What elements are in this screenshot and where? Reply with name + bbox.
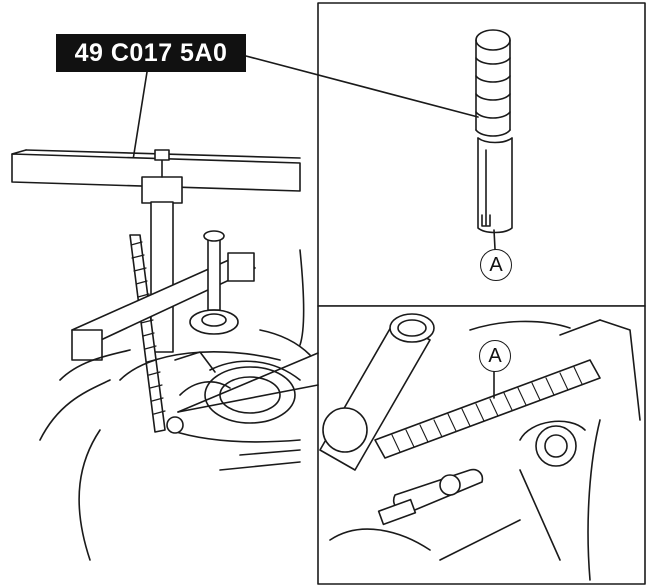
installation-detail bbox=[319, 313, 641, 581]
tool-detail bbox=[475, 29, 513, 250]
callout-a-detail: A bbox=[479, 340, 511, 372]
tool-leader-line-down bbox=[132, 71, 148, 161]
left-assembly-view bbox=[11, 149, 319, 561]
callout-a-tool: A bbox=[480, 249, 512, 281]
special-tool-number-label: 49 C017 5A0 bbox=[56, 34, 246, 72]
tool-leader-line bbox=[245, 55, 479, 118]
